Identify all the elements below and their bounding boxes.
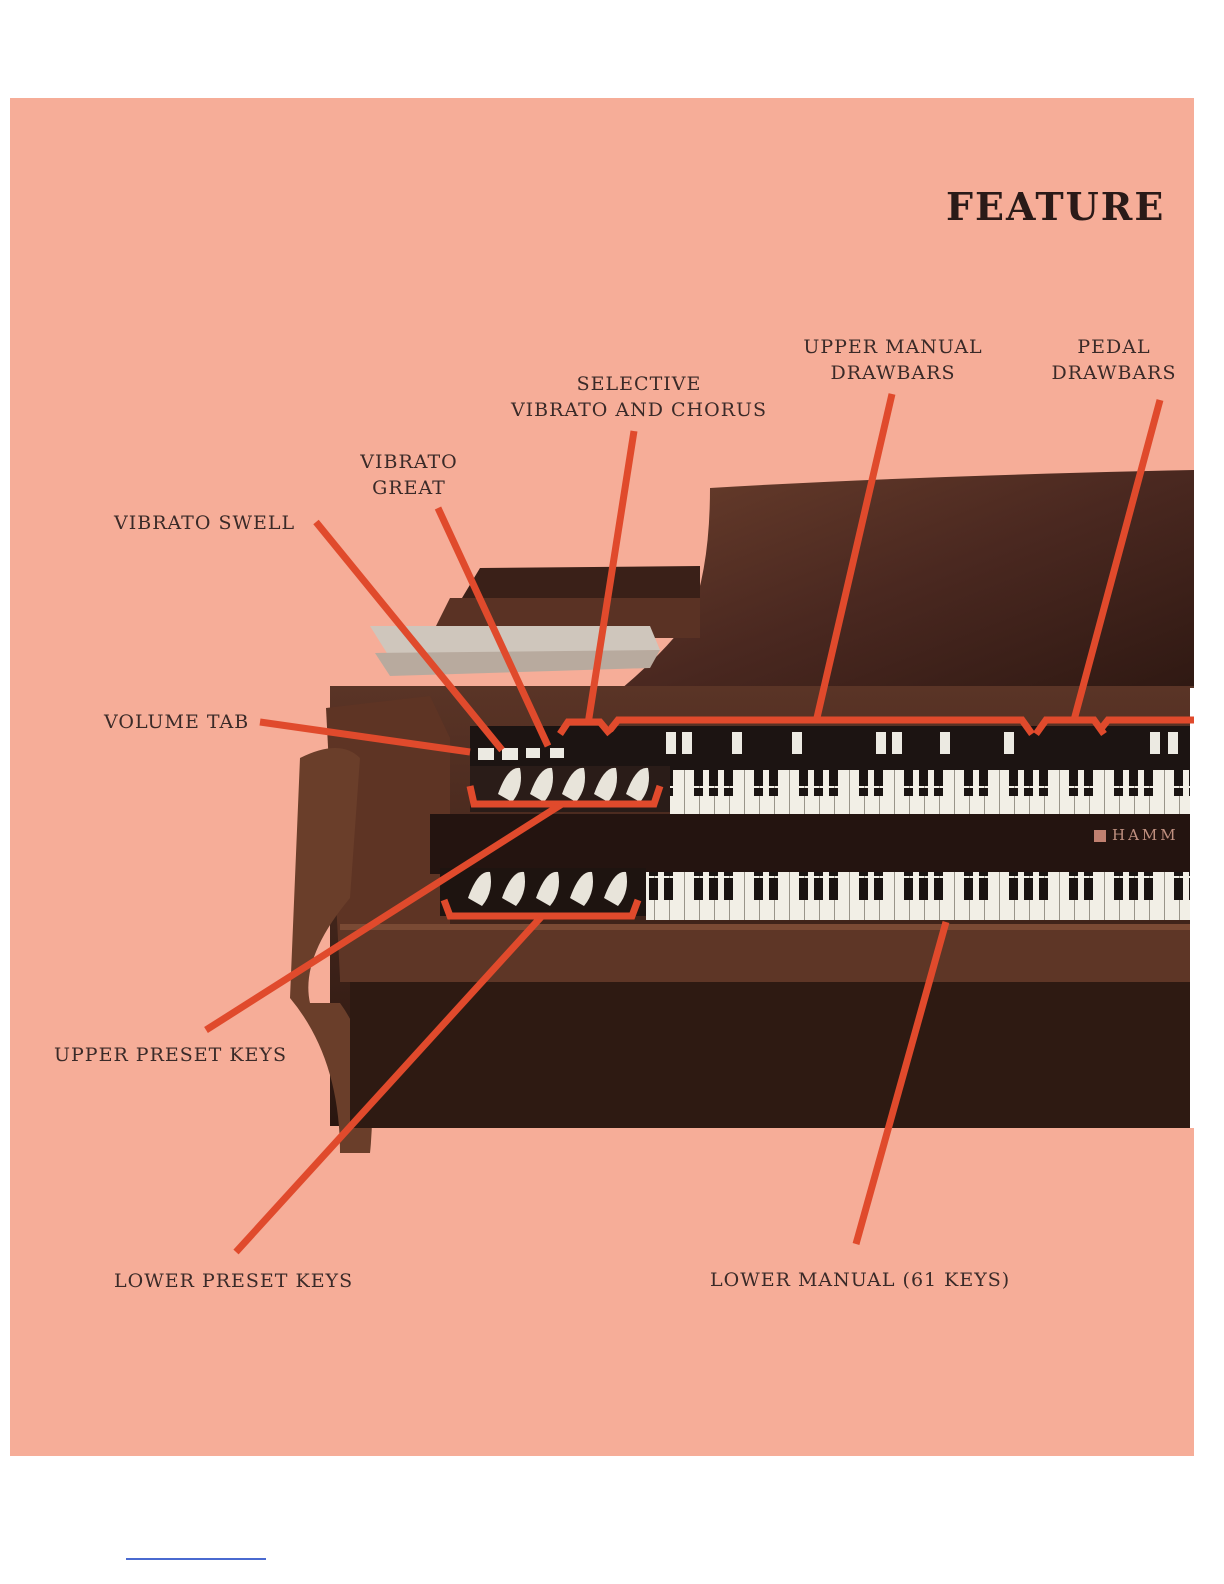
organ-illustration <box>10 98 1194 1456</box>
page-title: FEATURE <box>946 184 1165 229</box>
label-lower-preset-keys: LOWER PRESET KEYS <box>114 1268 353 1294</box>
label-upper-preset-keys: UPPER PRESET KEYS <box>54 1042 287 1068</box>
label-lower-manual: LOWER MANUAL (61 KEYS) <box>710 1267 1010 1293</box>
lower-cabinet <box>350 982 1194 1128</box>
bottom-underline <box>126 1558 266 1560</box>
name-board <box>430 814 1194 874</box>
label-vibrato-swell: VIBRATO SWELL <box>114 510 295 536</box>
label-selective-vibrato-chorus: SELECTIVE VIBRATO AND CHORUS <box>508 371 770 423</box>
label-upper-manual-drawbars: UPPER MANUAL DRAWBARS <box>802 334 984 386</box>
feature-page: FEATURE UPPER MANUAL DRAWBARS PEDAL DRAW… <box>10 98 1194 1456</box>
label-pedal-drawbars: PEDAL DRAWBARS <box>1044 334 1184 386</box>
brand-logo-icon <box>1094 830 1106 842</box>
drawbar-strip <box>470 726 1194 770</box>
label-vibrato-great: VIBRATO GREAT <box>354 449 464 501</box>
front-rail <box>340 924 1194 982</box>
label-volume-tab: VOLUME TAB <box>104 709 249 735</box>
brand-plate: HAMM <box>1094 826 1179 844</box>
